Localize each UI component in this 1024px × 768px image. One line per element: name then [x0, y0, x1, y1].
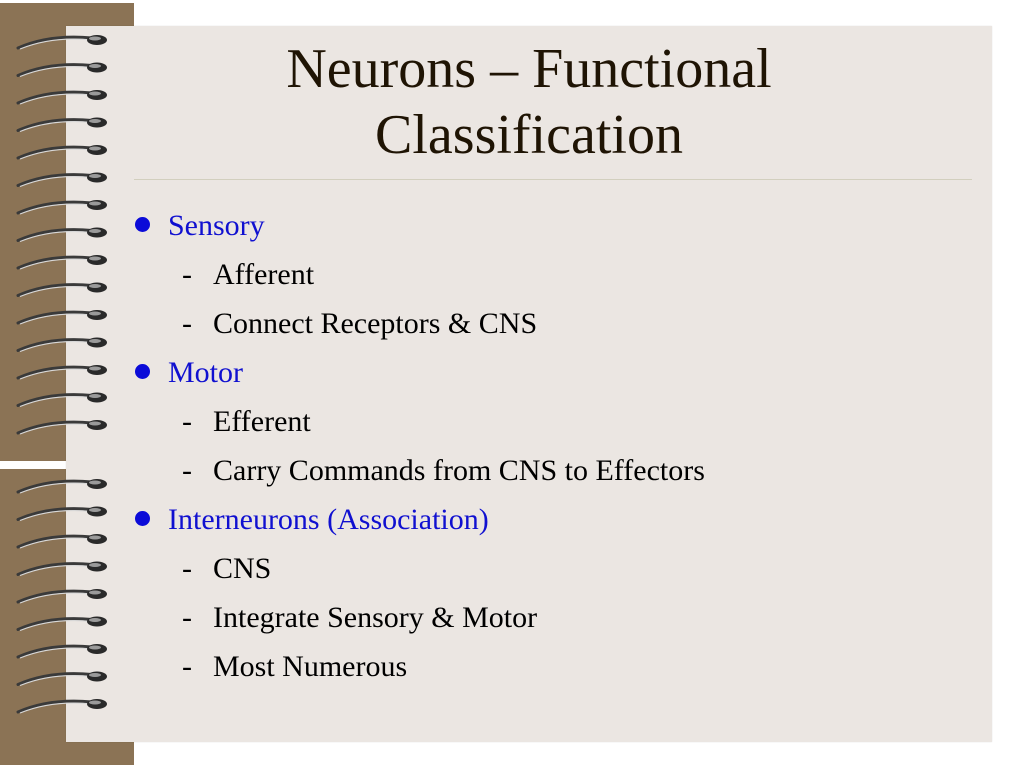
sub-item-label: Integrate Sensory & Motor [213, 601, 538, 634]
dash-marker: - [182, 454, 192, 487]
sub-item-label: Efferent [213, 405, 311, 438]
bullet-list: Sensory - Afferent - Connect Receptors &… [130, 201, 970, 691]
list-item-label: Sensory [168, 209, 265, 242]
list-item-interneurons: Interneurons (Association) [130, 495, 970, 544]
dash-marker: - [182, 307, 192, 340]
slide-title: Neurons – Functional Classification [66, 36, 992, 168]
title-divider [134, 179, 972, 180]
title-line-2: Classification [375, 104, 683, 166]
list-item-motor: Motor [130, 348, 970, 397]
sub-item-afferent: - Afferent [130, 250, 970, 299]
sub-item-integrate: - Integrate Sensory & Motor [130, 593, 970, 642]
sub-item-label: CNS [213, 552, 272, 585]
sub-item-efferent: - Efferent [130, 397, 970, 446]
sub-item-cns: - CNS [130, 544, 970, 593]
sub-item-carry-commands: - Carry Commands from CNS to Effectors [130, 446, 970, 495]
dash-marker: - [182, 552, 192, 585]
sub-item-most-numerous: - Most Numerous [130, 642, 970, 691]
list-item-label: Motor [168, 356, 243, 389]
sub-item-label: Most Numerous [213, 650, 408, 683]
filled-circle-bullet-icon [135, 511, 150, 526]
sub-item-label: Carry Commands from CNS to Effectors [213, 454, 705, 487]
dash-marker: - [182, 650, 192, 683]
filled-circle-bullet-icon [135, 217, 150, 232]
list-item-label: Interneurons (Association) [168, 503, 489, 536]
list-item-sensory: Sensory [130, 201, 970, 250]
sub-item-label: Afferent [213, 258, 315, 291]
dash-marker: - [182, 405, 192, 438]
filled-circle-bullet-icon [135, 364, 150, 379]
dash-marker: - [182, 601, 192, 634]
sub-item-connect: - Connect Receptors & CNS [130, 299, 970, 348]
title-line-1: Neurons – Functional [286, 38, 772, 100]
dash-marker: - [182, 258, 192, 291]
sub-item-label: Connect Receptors & CNS [213, 307, 538, 340]
notebook-page [66, 26, 992, 742]
